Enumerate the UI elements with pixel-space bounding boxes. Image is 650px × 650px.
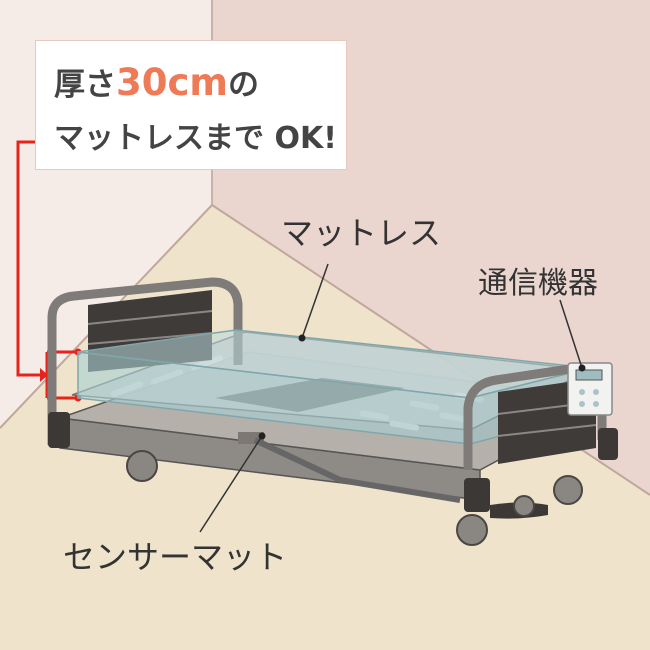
device-leader [559,299,583,369]
mattress-label: マットレス [281,214,442,252]
thickness-value: 30cm [116,61,228,104]
callout-line-2: マットレスまで OK! [54,121,337,156]
sensor-leader [199,435,263,533]
communication-device-label: 通信機器 [478,266,598,301]
casters [126,450,583,546]
callout-line-1: 厚さ30cmの [54,61,259,104]
sensor-mat-label: センサーマット [63,538,288,576]
mattress-leader [301,263,329,339]
thickness-callout: 厚さ30cmの マットレスまで OK! [35,40,347,170]
communication-device-icon [567,362,613,416]
